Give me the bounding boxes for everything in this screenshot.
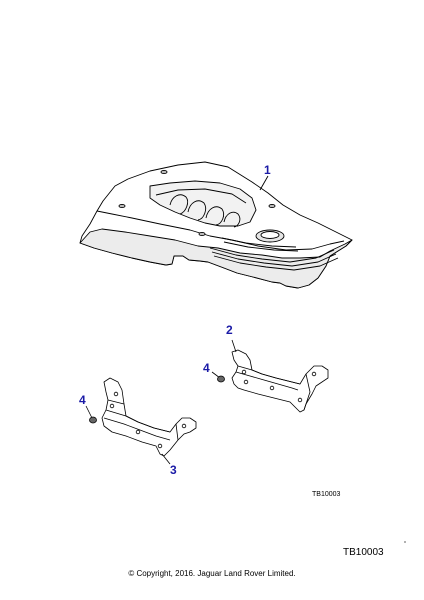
- nut-left: [85, 405, 97, 424]
- callout-engine-cover: 1: [264, 163, 271, 177]
- callout-bracket-left: 3: [170, 463, 177, 477]
- bracket-right: [231, 339, 329, 413]
- nut-right: [211, 371, 225, 383]
- callout-nut-left: 4: [79, 393, 86, 407]
- callout-nut-right: 4: [203, 361, 210, 375]
- bracket-left: [101, 377, 197, 465]
- figure-ref-small: TB10003: [312, 491, 341, 498]
- callout-bracket-right: 2: [226, 323, 233, 337]
- engine-cover: [79, 161, 353, 289]
- corner-mark: [404, 541, 406, 543]
- figure-ref-large: TB10003: [343, 547, 384, 558]
- copyright-notice: © Copyright, 2016. Jaguar Land Rover Lim…: [128, 569, 296, 578]
